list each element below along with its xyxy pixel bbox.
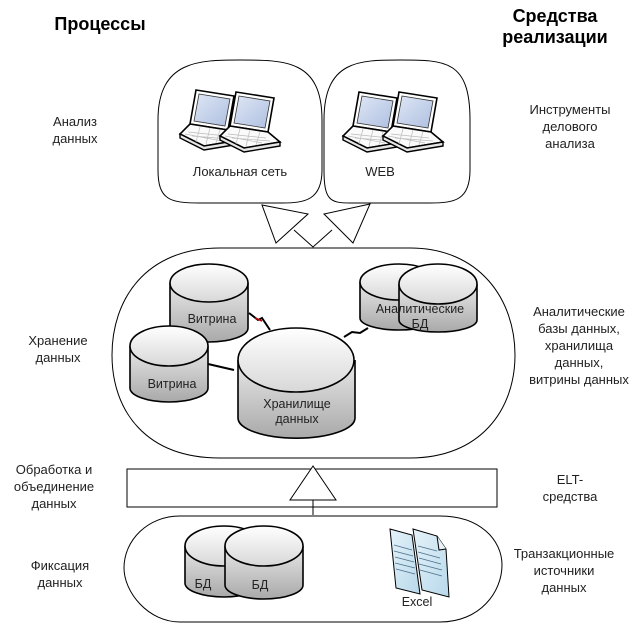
label-line: Фиксация xyxy=(30,558,90,573)
label-line: Аналитические xyxy=(533,304,625,319)
tools-header-line2: реализации xyxy=(502,27,608,47)
label-line: Обработка и xyxy=(15,462,93,477)
warehouse-label: Хранилище данных xyxy=(250,397,344,427)
mart-cylinder-2 xyxy=(129,325,209,403)
label-line: Хранение xyxy=(28,333,88,348)
process-label-analysis: Анализ данных xyxy=(20,113,130,147)
connector-mart1-warehouse xyxy=(248,312,271,331)
label-line: Хранилище xyxy=(263,397,331,411)
connector-analytic-warehouse xyxy=(343,327,369,338)
tools-label-storage: Аналитические базы данных, хранилища дан… xyxy=(518,303,640,388)
label-line: Анализ xyxy=(53,114,97,129)
document-icon xyxy=(389,528,421,595)
label-line: анализа xyxy=(545,136,595,151)
analytic-db-label: Аналитические БД xyxy=(368,302,472,332)
tools-header: Средства реализации xyxy=(480,6,630,48)
label-line: Инструменты xyxy=(529,102,611,117)
arrow-to-local xyxy=(261,204,333,248)
process-label-capture: Фиксация данных xyxy=(15,557,105,591)
tools-label-sources: Транзакционные источники данных xyxy=(500,545,628,596)
label-line: базы данных, xyxy=(538,321,620,336)
tools-label-analysis: Инструменты делового анализа xyxy=(510,101,630,152)
excel-label: Excel xyxy=(401,595,433,609)
db-cylinder-2 xyxy=(224,525,304,600)
elt-box xyxy=(126,465,498,515)
db-label-1: БД xyxy=(194,577,212,591)
mart-label-1: Витрина xyxy=(187,312,237,326)
label-line: данных xyxy=(35,350,81,365)
label-line: данных, xyxy=(554,355,604,370)
label-line: данных xyxy=(31,496,77,511)
label-line: средства xyxy=(542,489,598,504)
process-label-storage: Хранение данных xyxy=(8,332,108,366)
processes-header: Процессы xyxy=(54,14,146,34)
label-line: данных xyxy=(37,575,83,590)
process-label-processing: Обработка и объединение данных xyxy=(0,461,108,512)
connector-mart2-warehouse xyxy=(207,363,235,371)
label-line: БД xyxy=(411,317,429,331)
web-label: WEB xyxy=(365,164,395,179)
label-line: витрины данных xyxy=(529,372,629,387)
label-line: данных xyxy=(52,131,98,146)
label-line: источники xyxy=(533,563,595,578)
label-line: ELT- xyxy=(556,472,584,487)
document-icon xyxy=(412,528,450,598)
warehouse-cylinder xyxy=(237,327,356,439)
analytic-db-cylinder-2 xyxy=(398,263,478,333)
db-label-2: БД xyxy=(251,578,269,592)
arrow-to-web xyxy=(322,203,371,244)
label-line: хранилища xyxy=(544,338,614,353)
label-line: данных xyxy=(275,412,319,426)
label-line: объединение xyxy=(13,479,95,494)
label-line: делового xyxy=(542,119,598,134)
label-line: Транзакционные xyxy=(513,546,615,561)
tools-label-elt: ELT- средства xyxy=(520,471,620,505)
label-line: данных xyxy=(541,580,587,595)
label-line: Аналитические xyxy=(375,302,465,316)
mart-label-2: Витрина xyxy=(147,377,197,391)
tools-header-line1: Средства xyxy=(512,6,598,26)
local-network-label: Локальная сеть xyxy=(192,164,288,179)
